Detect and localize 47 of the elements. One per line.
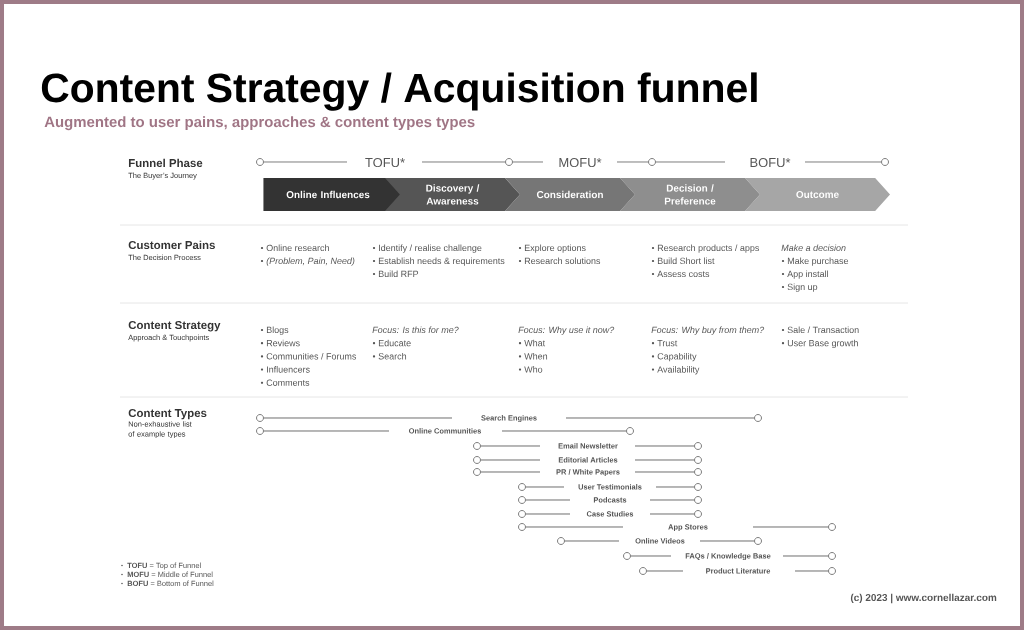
phase-band: Decision / Preference bbox=[620, 178, 760, 211]
bullet-item: (Problem, Pain, Need) bbox=[260, 257, 355, 266]
bullet-item: Assess costs bbox=[651, 270, 710, 278]
bullet-item: Blogs bbox=[260, 326, 289, 335]
focus-note: Focus: Why use it now? bbox=[518, 326, 615, 335]
bullet-item: Who bbox=[518, 366, 543, 373]
bullet-item: What bbox=[518, 339, 546, 347]
bullet-item: Communities / Forums bbox=[260, 352, 357, 360]
bullet-item: User Base growth bbox=[781, 339, 858, 349]
phase-band: Online Influences bbox=[263, 178, 408, 211]
phase-band: Consideration bbox=[505, 178, 635, 211]
bullet-item: Educate bbox=[372, 339, 411, 347]
focus-note: Make a decision bbox=[781, 244, 846, 252]
copyright-note: (c) 2023 | www.cornellazar.com bbox=[850, 593, 997, 604]
row-heading: Content Strategy bbox=[128, 321, 221, 332]
title: Content Strategy / Acquisition funnel bbox=[41, 72, 757, 111]
row-heading: Funnel Phase bbox=[128, 158, 203, 168]
bullet-item: Capability bbox=[651, 352, 697, 362]
bullet-item: App install bbox=[781, 270, 828, 279]
bullet-item: Identify / realise challenge bbox=[372, 244, 482, 253]
row-heading: Customer Pains bbox=[128, 240, 215, 250]
bullet-item: Explore options bbox=[518, 244, 586, 253]
focus-note: Focus: Is this for me? bbox=[372, 326, 459, 334]
row-heading: Content Types bbox=[128, 409, 207, 420]
bullet-item: Establish needs & requirements bbox=[372, 257, 505, 266]
bullet-item: Sign up bbox=[781, 283, 818, 292]
bullet-item: Trust bbox=[651, 340, 678, 347]
bullet-item: Online research bbox=[260, 244, 329, 252]
bullet-item: When bbox=[518, 352, 548, 360]
bullet-item: Build Short list bbox=[651, 257, 715, 265]
phase-label: BOFU* bbox=[750, 157, 791, 168]
focus-note: Focus: Why buy from them? bbox=[651, 326, 765, 335]
bullet-item: Reviews bbox=[260, 339, 300, 347]
bullet-item: Research products / apps bbox=[651, 244, 760, 253]
phase-label: MOFU* bbox=[559, 157, 602, 168]
bullet-item: Make purchase bbox=[781, 257, 849, 266]
phase-label: TOFU* bbox=[365, 157, 405, 168]
bullet-item: Search bbox=[372, 352, 407, 360]
bullet-item: Build RFP bbox=[372, 270, 419, 278]
bullet-item: Comments bbox=[260, 379, 310, 386]
phase-band: Discovery / Awareness bbox=[385, 178, 520, 211]
subtitle: Augmented to user pains, approaches & content types types bbox=[44, 116, 475, 131]
bullet-item: Influencers bbox=[260, 366, 310, 373]
bullet-item: Research solutions bbox=[518, 257, 601, 265]
bullet-item: Sale / Transaction bbox=[781, 326, 859, 334]
bullet-item: Availability bbox=[651, 366, 700, 375]
phase-band: Outcome bbox=[745, 178, 890, 211]
